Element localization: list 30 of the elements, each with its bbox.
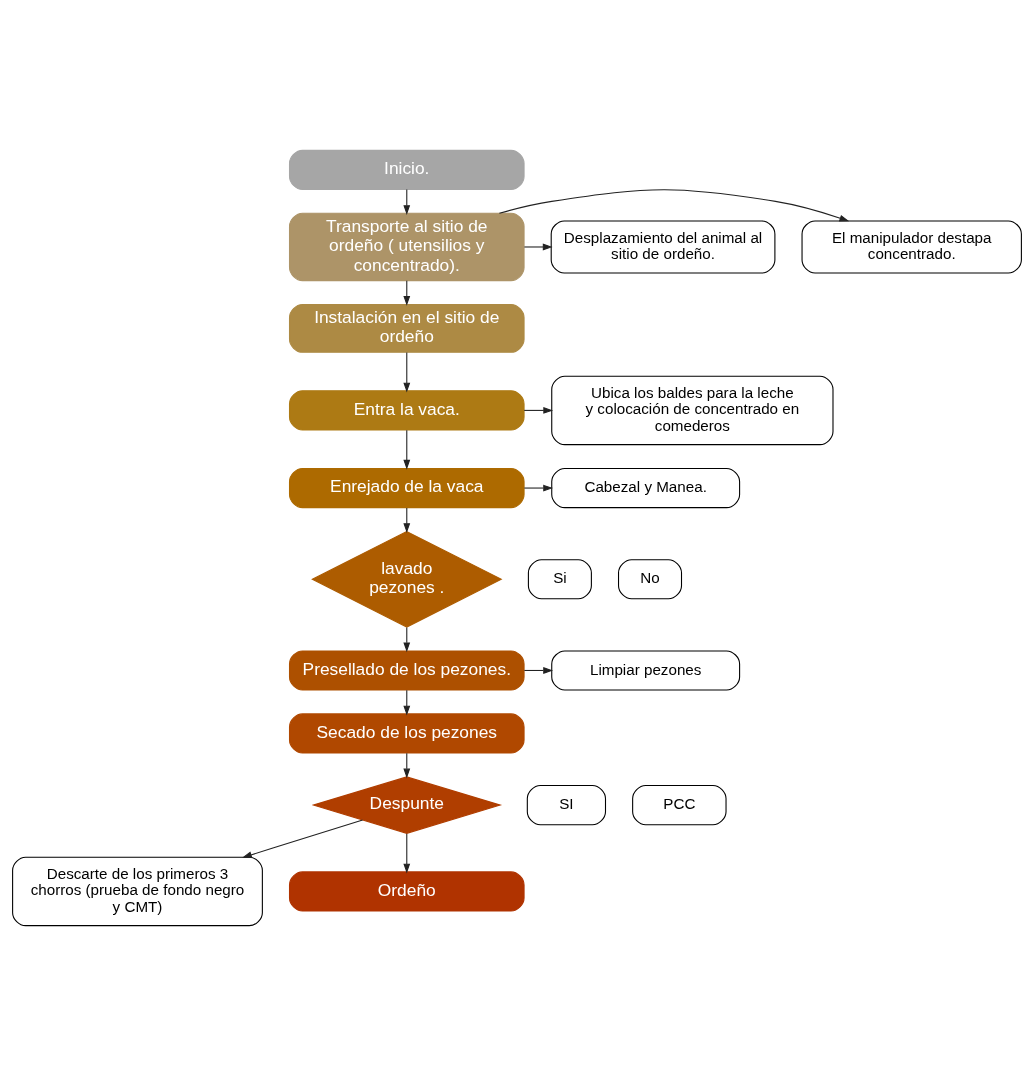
node-box: El manipulador destapa concentrado. <box>801 220 1022 274</box>
node-box: Desplazamiento del animal al sitio de ordeño. <box>550 220 776 274</box>
arrow <box>403 833 411 874</box>
arrow <box>523 667 554 674</box>
node-box: Enrejado de la vaca <box>288 467 525 509</box>
node-diamond: Despunte <box>311 776 503 834</box>
node-box: Presellado de los pezones. <box>288 650 525 691</box>
arrow <box>403 689 411 716</box>
node-box: Limpiar pezones <box>551 650 741 691</box>
arrow <box>523 243 553 251</box>
node-box: Cabezal y Manea. <box>551 467 741 509</box>
arrow <box>403 429 411 470</box>
arrow <box>523 484 554 492</box>
node-box: PCC <box>632 785 727 826</box>
node-box: Descarte de los primeros 3 chorros (prueba de fondo negro y CMT) <box>12 856 263 927</box>
node-box: Transporte al sitio de ordeño ( utensilios y concentrado). <box>288 212 525 282</box>
arrow <box>242 819 364 859</box>
node-box: Ordeño <box>288 871 525 912</box>
node-box: Ubica los baldes para la leche y colocación de concentrado en comederos <box>551 375 834 446</box>
node-box: Entra la vaca. <box>288 390 525 431</box>
arrow <box>523 407 554 414</box>
node-box: Si <box>527 559 592 600</box>
arrow <box>403 352 411 393</box>
node-box: Inicio. <box>288 149 525 190</box>
node-box: Secado de los pezones <box>288 713 525 754</box>
node-box: No <box>618 559 683 600</box>
node-box: SI <box>526 785 607 826</box>
arrow <box>498 189 850 222</box>
node-box: Instalación en el sitio de ordeño <box>288 304 525 353</box>
node-diamond: lavado pezones . <box>311 530 503 628</box>
